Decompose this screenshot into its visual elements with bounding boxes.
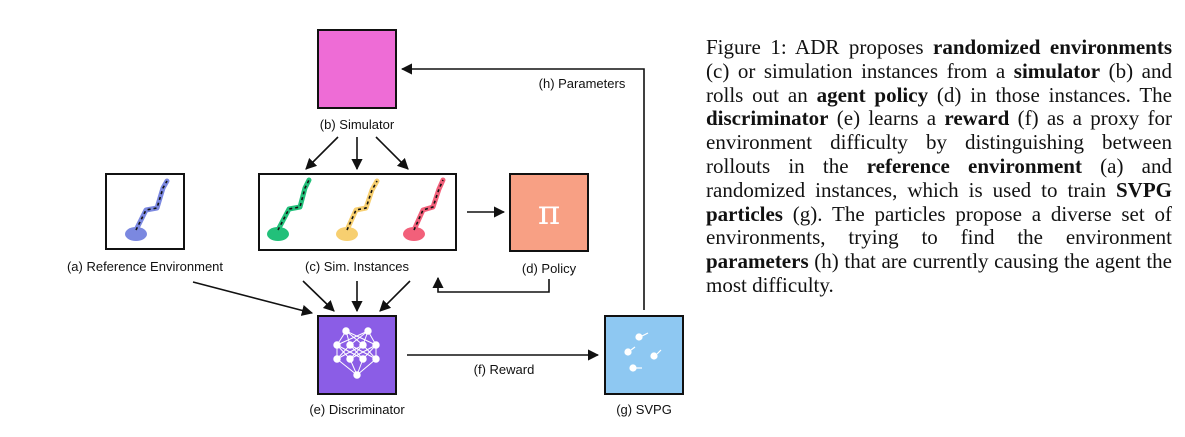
svpg-box — [604, 315, 684, 395]
caption-bold-term: randomized envi­ronments — [933, 35, 1172, 59]
caption-text: (e) learns a — [828, 106, 945, 131]
particles-icon — [624, 332, 662, 372]
simulator-box — [317, 29, 397, 109]
reference-label: (a) Reference Environment — [67, 259, 223, 274]
pi-icon: π — [538, 193, 560, 233]
discriminator-node: (e) Discriminator — [309, 315, 405, 417]
policy-box — [509, 173, 589, 252]
caption-text: (a) and randomized instances, which is u… — [706, 153, 1172, 202]
caption-text: (h) that are currently causing the agent… — [706, 249, 1172, 297]
svpg-node: (g) SVPG — [604, 315, 684, 417]
policy-to-instances-arrow — [432, 276, 550, 293]
policy-node: π (d) Policy — [509, 173, 589, 276]
discriminator-label: (e) Discriminator — [309, 402, 405, 417]
neural-network-icon — [333, 327, 380, 379]
caption-bold-term: parameters — [706, 249, 809, 274]
caption-text: (b) and rolls out an — [706, 58, 1172, 107]
caption-text: Figure 1: ADR proposes — [706, 35, 934, 59]
adr-diagram: (b) Simulator (a) Reference Environment — [67, 29, 684, 417]
yellow-robot-arm-icon — [336, 178, 380, 241]
simulator-to-instances-arrows — [305, 136, 409, 171]
policy-label: (d) Policy — [522, 261, 577, 276]
caption-bold-term: reward — [944, 106, 1010, 131]
reference-robot-arm-icon — [125, 178, 170, 241]
simulator-node: (b) Simulator — [317, 29, 397, 132]
parameters-label: (h) Parameters — [539, 76, 626, 91]
simulator-label: (b) Simulator — [320, 117, 395, 132]
caption-text: (d) in those instances. The — [928, 82, 1172, 107]
green-robot-arm-icon — [267, 177, 312, 241]
reward-label: (f) Reward — [474, 362, 535, 377]
caption-text: (c) or simulation instances from a — [706, 58, 1014, 83]
instances-label: (c) Sim. Instances — [305, 259, 410, 274]
caption-bold-term: agent pol­icy — [816, 82, 929, 107]
caption-text: (f) as a proxy for environment difficult… — [706, 106, 1172, 178]
instances-node: (c) Sim. Instances — [258, 173, 457, 274]
caption-bold-term: simulator — [1013, 58, 1101, 83]
caption-text: (g). The particles propose a diverse set… — [706, 201, 1172, 250]
caption-bold-term: reference environment — [866, 153, 1082, 178]
reference-node: (a) Reference Environment — [67, 173, 223, 274]
figure-caption: Figure 1: ADR proposes randomized envi­r… — [706, 35, 1172, 298]
parameters-arrow — [400, 63, 645, 310]
to-discriminator-arrows — [192, 280, 411, 316]
svpg-label: (g) SVPG — [616, 402, 672, 417]
caption-bold-term: SVPG particles — [706, 177, 1172, 226]
caption-bold-term: discrimina­tor — [706, 106, 829, 131]
red-robot-arm-icon — [403, 177, 446, 241]
